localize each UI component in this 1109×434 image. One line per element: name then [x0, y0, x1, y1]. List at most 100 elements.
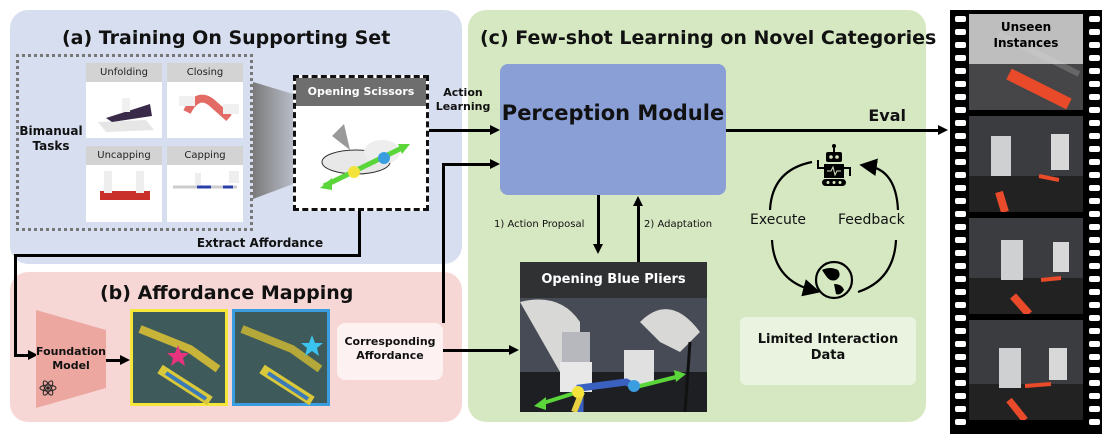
connector-line	[443, 349, 509, 352]
connector-line	[14, 254, 361, 257]
capping-robot-image	[173, 171, 239, 189]
film-perforation	[955, 172, 966, 178]
unseen-instances-filmstrip: Unseen Instances	[950, 10, 1102, 434]
foundation-model-block	[36, 310, 106, 408]
film-perforation	[1089, 380, 1100, 386]
star-marker	[301, 335, 323, 356]
opening-scissors-label: Opening Scissors	[296, 78, 426, 106]
film-perforation	[955, 289, 966, 295]
task-label: Capping	[167, 146, 243, 165]
globe-icon	[814, 260, 854, 300]
film-perforation	[1089, 55, 1100, 61]
film-perforation	[1089, 354, 1100, 360]
film-perforation	[955, 133, 966, 139]
film-perforation	[1089, 172, 1100, 178]
film-perforation	[955, 198, 966, 204]
film-perforation	[1089, 341, 1100, 347]
film-perforation	[1089, 42, 1100, 48]
arrow-head	[509, 345, 519, 355]
film-perforation	[955, 237, 966, 243]
task-label: Unfolding	[86, 63, 162, 82]
film-frame	[969, 218, 1083, 314]
opening-scissors-card: Opening Scissors	[293, 75, 429, 211]
film-perforation	[955, 406, 966, 412]
film-perforation	[955, 367, 966, 373]
film-perforation	[955, 341, 966, 347]
arrow-head	[120, 355, 130, 365]
action-proposal-label: 1) Action Proposal	[494, 219, 585, 230]
perception-module-label: Perception Module	[501, 101, 725, 125]
connector-line	[14, 254, 17, 356]
film-perforation	[1089, 315, 1100, 321]
film-perforation	[1089, 211, 1100, 217]
arrow-head	[633, 196, 643, 206]
film-perforation	[955, 315, 966, 321]
film-perforation	[955, 107, 966, 113]
task-label: Uncapping	[86, 146, 162, 165]
film-perforation	[955, 42, 966, 48]
film-perforation	[955, 380, 966, 386]
connector-line	[637, 206, 640, 262]
film-perforation	[1089, 185, 1100, 191]
connector-line	[429, 129, 490, 132]
arrow-head	[938, 125, 948, 135]
film-perforation	[955, 250, 966, 256]
foundation-model-label: Foundation Model	[36, 345, 107, 372]
scissors-affordance-image	[320, 124, 410, 190]
heatmap-image-1	[130, 309, 228, 406]
film-perforation	[1089, 120, 1100, 126]
panel-c-title: (c) Few-shot Learning on Novel Categorie…	[480, 27, 937, 49]
bimanual-tasks-group	[16, 54, 253, 231]
closing-robot-image	[179, 94, 239, 121]
laptop-robot-image	[98, 98, 154, 132]
arrow-head	[28, 350, 38, 360]
unseen-instances-label: Unseen Instances	[969, 14, 1083, 64]
connector-line	[442, 163, 490, 166]
uncapping-robot-image	[100, 171, 150, 200]
arrow-head	[593, 244, 603, 254]
film-perforation	[955, 120, 966, 126]
film-frame: Unseen Instances	[969, 14, 1083, 110]
film-perforation	[1089, 198, 1100, 204]
film-perforation	[955, 146, 966, 152]
connector-line	[597, 195, 600, 245]
film-perforation	[1089, 16, 1100, 22]
film-perforation	[955, 94, 966, 100]
film-perforation	[1089, 406, 1100, 412]
film-perforation	[955, 328, 966, 334]
execute-label: Execute	[750, 212, 806, 228]
perception-module-box	[500, 64, 726, 195]
film-perforation	[955, 159, 966, 165]
film-perforation	[955, 419, 966, 425]
film-perforation	[1089, 393, 1100, 399]
task-card-unfolding: Unfolding	[86, 63, 162, 138]
film-perforation	[955, 263, 966, 269]
opening-blue-pliers-label: Opening Blue Pliers	[520, 262, 707, 298]
film-perforation	[955, 302, 966, 308]
extract-affordance-label: Extract Affordance	[196, 236, 324, 250]
film-perforation	[1089, 146, 1100, 152]
task-card-closing: Closing	[167, 63, 243, 138]
action-learning-label: Action Learning	[435, 86, 491, 113]
panel-a-title: (a) Training On Supporting Set	[62, 27, 391, 49]
film-perforation	[1089, 68, 1100, 74]
film-perforation	[955, 393, 966, 399]
corresponding-affordance-label: Corresponding Affordance	[344, 335, 436, 362]
task-label: Closing	[167, 63, 243, 82]
arrow-head	[490, 159, 500, 169]
film-perforation	[1089, 159, 1100, 165]
film-frame	[969, 116, 1083, 212]
film-perforation	[955, 81, 966, 87]
film-perforation	[1089, 81, 1100, 87]
film-frame	[969, 320, 1083, 420]
film-perforation	[1089, 94, 1100, 100]
robot-icon	[817, 144, 851, 186]
film-perforation	[1089, 29, 1100, 35]
film-perforation	[1089, 133, 1100, 139]
panel-b-title: (b) Affordance Mapping	[100, 282, 354, 304]
opening-blue-pliers-photo: Opening Blue Pliers	[520, 262, 707, 412]
task-card-uncapping: Uncapping	[86, 146, 162, 222]
adaptation-label: 2) Adaptation	[644, 219, 713, 230]
connector-line	[442, 163, 445, 323]
film-perforation	[1089, 107, 1100, 113]
